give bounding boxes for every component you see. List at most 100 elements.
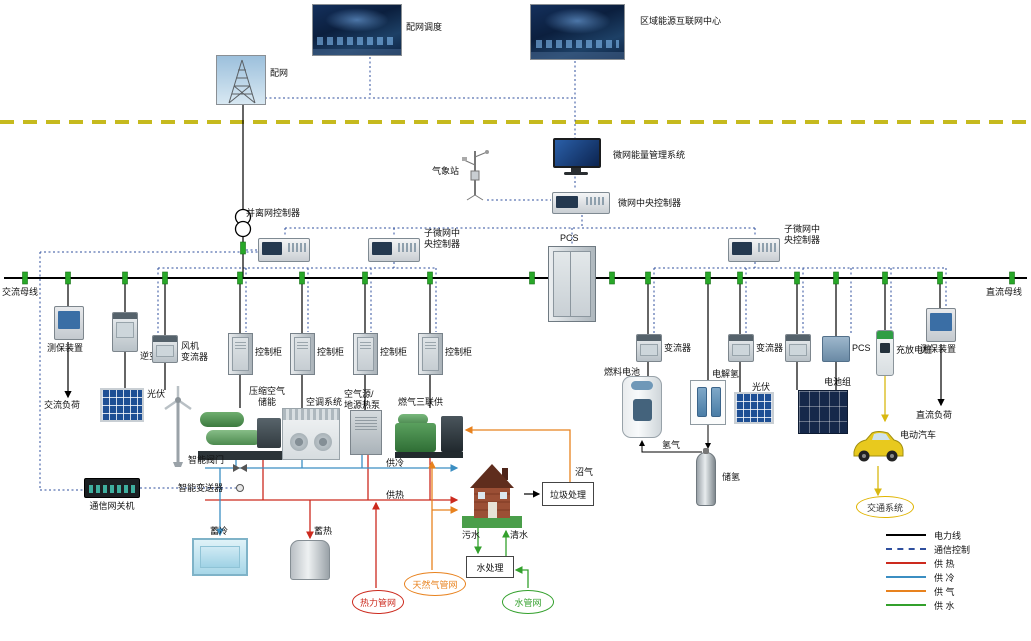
pool-inner xyxy=(200,546,240,568)
legend-gas-line xyxy=(886,590,926,592)
distribution-grid-label: 配网 xyxy=(270,68,289,78)
pcs-small-device xyxy=(822,336,850,362)
hydrogen-tank xyxy=(696,448,716,506)
dispatch-label: 配网调度 xyxy=(406,22,443,32)
dispatch-room-photo xyxy=(312,4,402,56)
device-band xyxy=(729,335,753,341)
legend: 电力线 通信控制 供 热 供 冷 供 气 供 水 xyxy=(886,528,1026,612)
device-band xyxy=(786,335,810,341)
caes-motor xyxy=(257,418,281,448)
control-cabinet-4-label: 控制柜 xyxy=(445,347,473,357)
ac-bus-label: 交流母线 xyxy=(2,287,39,297)
controller-screen xyxy=(262,242,282,255)
cold-storage-label: 蓄冷 xyxy=(210,526,229,536)
cchp-label: 燃气三联供 xyxy=(398,397,444,407)
ems-monitor-icon xyxy=(553,138,601,176)
legend-cold-line xyxy=(886,576,926,578)
hvac-grille xyxy=(283,409,339,420)
ac-load-label: 交流负荷 xyxy=(44,400,81,410)
generator-base xyxy=(395,452,463,458)
fuelcell-window xyxy=(632,399,652,421)
converter-3-device xyxy=(785,334,811,362)
photo-floor xyxy=(313,48,401,55)
charging-pile-label: 充放电桩 xyxy=(896,345,933,355)
device-face xyxy=(156,345,174,357)
heatpump-vent xyxy=(355,417,377,431)
controller-screen xyxy=(732,242,752,255)
sub-controller-left-label: 子微网中 央控制器 xyxy=(424,228,461,249)
controller-keypad xyxy=(288,243,306,253)
control-cabinet-1-label: 控制柜 xyxy=(255,347,283,357)
cabinet-vent xyxy=(235,342,246,351)
central-controller-label: 微网中央控制器 xyxy=(618,198,682,208)
grid-controller-label: 并离网控制器 xyxy=(246,208,301,218)
generator-body xyxy=(395,423,436,452)
smart-valve-label: 智能阀门 xyxy=(188,455,225,465)
device-face xyxy=(116,322,134,339)
protection-device-ac xyxy=(54,306,84,340)
regional-center-photo xyxy=(530,4,625,60)
heatpump-equipment xyxy=(350,410,382,455)
fuelcell-label: 燃料电池 xyxy=(604,367,641,377)
generator-top xyxy=(398,414,429,425)
converter-2-label: 变流器 xyxy=(756,343,784,353)
heatpump-label: 空气源/ 地源热泵 xyxy=(344,389,381,410)
hvac-label: 空调系统 xyxy=(306,397,343,407)
pcs-cabinet xyxy=(548,246,596,322)
smart-valve-icon xyxy=(233,464,247,472)
control-cabinet-2-label: 控制柜 xyxy=(317,347,345,357)
protection-ac-label: 测保装置 xyxy=(47,343,84,353)
smart-transmitter-icon xyxy=(236,484,244,492)
hydrogen-label: 氢气 xyxy=(662,440,681,450)
heat-storage-tank xyxy=(290,540,330,580)
battery-bank xyxy=(798,390,848,434)
heat-network-bubble: 热力管网 xyxy=(352,590,404,614)
sewage-label: 污水 xyxy=(462,530,481,540)
photo-floor xyxy=(531,51,624,59)
battery-label: 电池组 xyxy=(824,377,852,387)
legend-heat-label: 供 热 xyxy=(934,558,955,569)
device-band xyxy=(153,336,177,342)
protection-panel xyxy=(58,311,80,329)
control-cabinet-4 xyxy=(418,333,443,375)
cold-storage-pool xyxy=(192,538,248,576)
legend-row-gas: 供 气 xyxy=(886,584,1026,598)
caes-base xyxy=(198,451,283,460)
water-net-line xyxy=(514,566,529,588)
cabinet-door xyxy=(569,251,591,317)
inverter-device xyxy=(112,312,138,352)
grid-controller-device xyxy=(258,238,310,262)
wind-turbine-icon xyxy=(156,384,200,468)
control-cabinet-3-label: 控制柜 xyxy=(380,347,408,357)
biogas-line xyxy=(464,426,571,482)
controller-keypad xyxy=(758,243,776,253)
ems-base xyxy=(564,172,588,175)
generator-engine xyxy=(440,416,463,452)
transmission-tower-icon xyxy=(228,59,256,104)
fan-icon xyxy=(290,433,308,451)
comm-lines xyxy=(39,57,947,491)
device-face xyxy=(640,344,658,356)
gas-network-bubble: 天然气管网 xyxy=(404,572,466,596)
wind-converter-device xyxy=(152,335,178,363)
charger-head xyxy=(877,331,893,339)
gateway-ports xyxy=(89,485,135,493)
converter-2-device xyxy=(728,334,754,362)
ev-car-icon xyxy=(850,426,906,466)
device-face xyxy=(789,344,807,356)
photo-glow xyxy=(325,8,389,32)
legend-water-line xyxy=(886,604,926,606)
clean-water-label: 清水 xyxy=(510,530,529,540)
device-band xyxy=(637,335,661,341)
smart-transmitter-label: 智能变送器 xyxy=(178,483,224,493)
device-band xyxy=(113,313,137,319)
control-cabinet-1 xyxy=(228,333,253,375)
fuelcell-equipment xyxy=(622,376,662,438)
ems-label: 微网能量管理系统 xyxy=(613,150,686,160)
electrolyzer-label: 电解氢 xyxy=(712,369,740,379)
legend-row-power: 电力线 xyxy=(886,528,1026,542)
protection-device-dc xyxy=(926,308,956,342)
water-treatment-box: 水处理 xyxy=(466,556,514,578)
regional-center-label: 区域能源互联网中心 xyxy=(640,16,722,26)
